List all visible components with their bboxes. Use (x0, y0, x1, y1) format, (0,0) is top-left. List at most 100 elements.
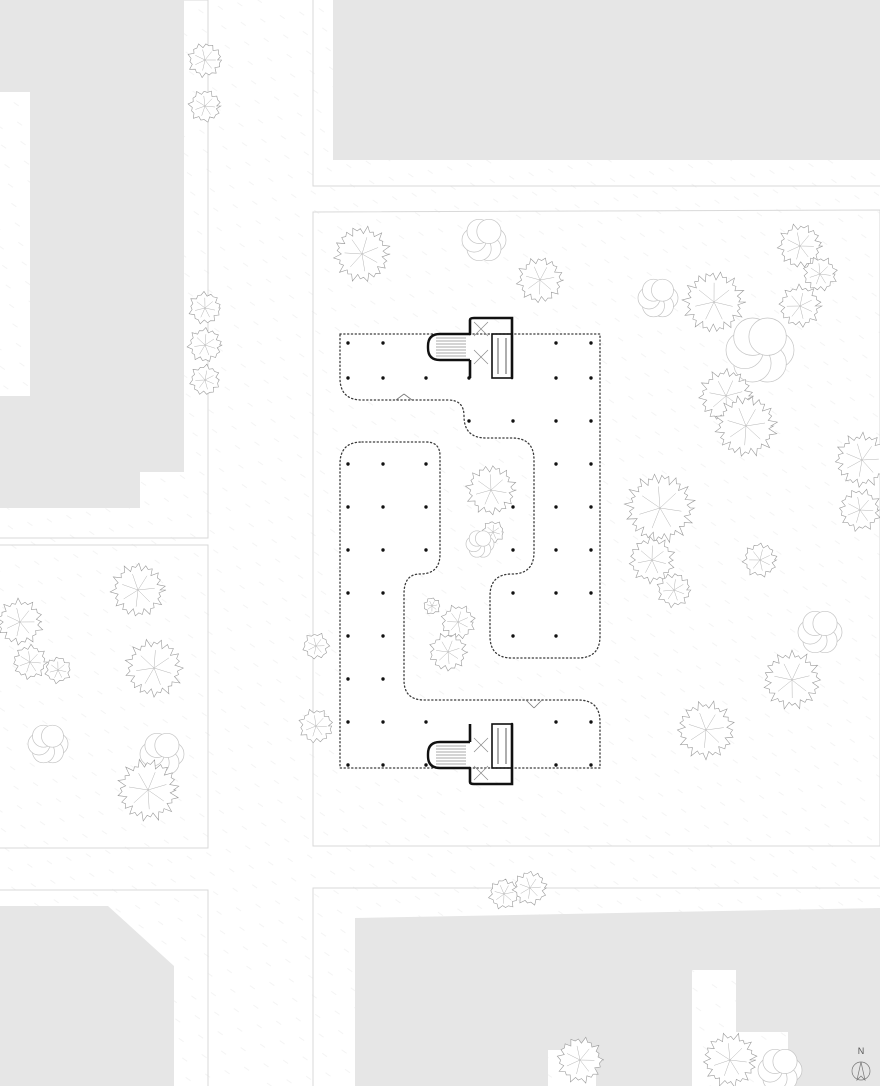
column (346, 763, 350, 767)
tree-canopy (464, 465, 517, 516)
tree-canopy (298, 708, 333, 744)
column (511, 505, 515, 509)
pavilion-outline (339, 333, 601, 769)
tree-canopy (429, 632, 469, 672)
tree-canopy (124, 638, 184, 698)
core-south-walls (468, 722, 514, 786)
column (346, 634, 350, 638)
column (346, 548, 350, 552)
tree-canopy (187, 43, 223, 79)
tree-canopy (834, 431, 880, 489)
tree-canopy (139, 732, 185, 776)
tree-canopy (556, 1036, 605, 1084)
column (589, 419, 593, 423)
core-south-lift (491, 723, 513, 769)
column (381, 591, 385, 595)
column (589, 341, 593, 345)
column (511, 634, 515, 638)
core-north-stair (426, 332, 470, 362)
tree-canopy (802, 256, 838, 292)
column (589, 376, 593, 380)
column (346, 462, 350, 466)
tree-canopy (188, 290, 221, 325)
column (424, 548, 428, 552)
column (424, 376, 428, 380)
tree-canopy (637, 278, 679, 318)
tree-canopy (487, 878, 521, 910)
tree-canopy (797, 610, 843, 654)
door-lower (525, 699, 543, 709)
column (346, 341, 350, 345)
tree-canopy (189, 363, 221, 395)
block-outline-w (0, 544, 209, 849)
tree-canopy (702, 1032, 758, 1086)
tree-canopy (0, 597, 44, 646)
tree-canopy (741, 542, 778, 578)
column (589, 763, 593, 767)
core-north-door-marks (473, 321, 489, 365)
column (589, 462, 593, 466)
core-south-door-marks (473, 737, 489, 781)
tree-canopy (714, 395, 779, 457)
column (424, 763, 428, 767)
column (381, 341, 385, 345)
tree-canopy (117, 758, 180, 822)
column (467, 419, 471, 423)
column (554, 548, 558, 552)
doors (395, 393, 543, 709)
column (554, 462, 558, 466)
tree-canopy (623, 473, 697, 544)
column (381, 677, 385, 681)
column (589, 548, 593, 552)
column (381, 720, 385, 724)
tree-canopy (757, 1048, 803, 1086)
column (554, 505, 558, 509)
building-n (333, 0, 880, 160)
column (381, 548, 385, 552)
tree-canopy (187, 90, 222, 123)
column (381, 462, 385, 466)
building-s (355, 908, 880, 1086)
column (346, 505, 350, 509)
core-north (426, 316, 514, 380)
tree-canopy (44, 656, 71, 685)
block-outline-s (312, 887, 880, 1086)
tree-canopy (423, 597, 441, 614)
tree-canopy (302, 632, 331, 660)
tree-canopy (109, 562, 167, 617)
tree-canopy (676, 700, 735, 761)
core-south-stair (426, 740, 470, 770)
column (554, 591, 558, 595)
column (346, 376, 350, 380)
trees (0, 43, 880, 1086)
column (424, 505, 428, 509)
tree-canopy (461, 218, 507, 262)
tree-canopy (465, 530, 495, 558)
door-upper (395, 393, 413, 401)
column (424, 720, 428, 724)
column (554, 720, 558, 724)
building-nw (0, 0, 184, 508)
block-outline-sw (0, 889, 209, 1086)
column (381, 505, 385, 509)
column (554, 419, 558, 423)
tree-canopy (511, 870, 548, 906)
column (511, 591, 515, 595)
block-outline-park (312, 209, 880, 847)
column (589, 720, 593, 724)
column (554, 341, 558, 345)
column (589, 591, 593, 595)
core-north-treads (436, 337, 466, 357)
core-south (426, 722, 514, 786)
column (554, 634, 558, 638)
building-sw (0, 906, 174, 1086)
column (424, 462, 428, 466)
column (511, 548, 515, 552)
tree-canopy (628, 535, 676, 585)
column (346, 591, 350, 595)
column (346, 720, 350, 724)
block-outline-nw (0, 0, 209, 539)
